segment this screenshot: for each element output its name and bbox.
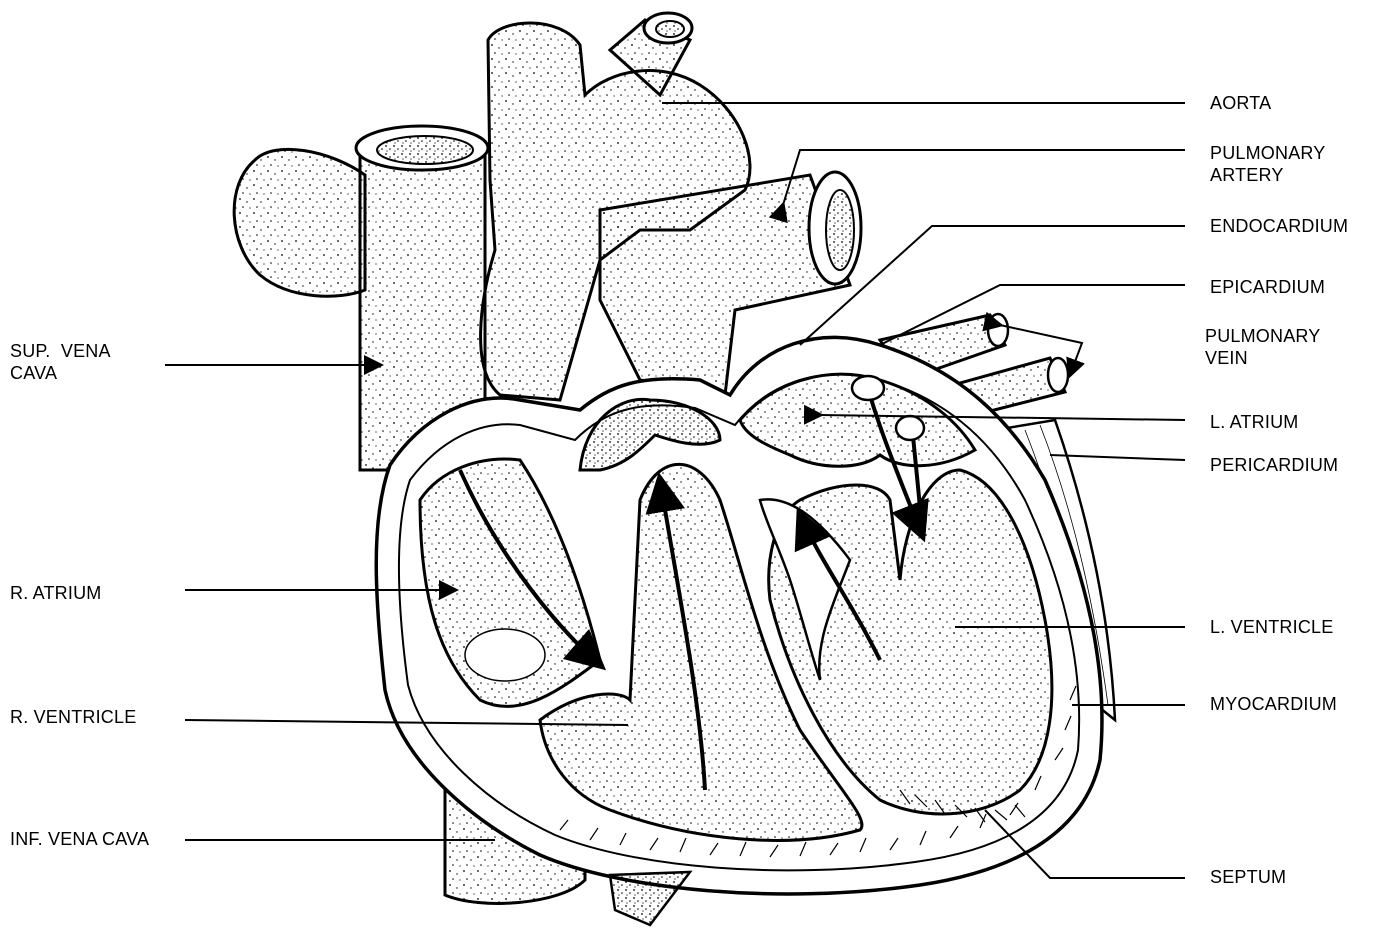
leader-pericardium bbox=[1050, 455, 1185, 460]
label-aorta: AORTA bbox=[1210, 92, 1271, 114]
label-endocardium: ENDOCARDIUM bbox=[1210, 215, 1348, 237]
label-l-atrium: L. ATRIUM bbox=[1210, 411, 1298, 433]
label-pericardium: PERICARDIUM bbox=[1210, 454, 1338, 476]
label-inf-vena-cava: INF. VENA CAVA bbox=[10, 828, 149, 850]
label-pulmonary-artery: PULMONARY ARTERY bbox=[1210, 142, 1326, 186]
label-pulmonary-vein: PULMONARY VEIN bbox=[1205, 325, 1321, 369]
label-epicardium: EPICARDIUM bbox=[1210, 276, 1325, 298]
label-r-ventricle: R. VENTRICLE bbox=[10, 706, 136, 728]
label-l-ventricle: L. VENTRICLE bbox=[1210, 616, 1333, 638]
label-myocardium: MYOCARDIUM bbox=[1210, 693, 1337, 715]
bottom-flap bbox=[610, 872, 690, 925]
label-septum: SEPTUM bbox=[1210, 866, 1286, 888]
left-pulmonary-branch bbox=[234, 149, 365, 296]
label-sup-vena-cava: SUP. VENA CAVA bbox=[10, 340, 111, 384]
label-r-atrium: R. ATRIUM bbox=[10, 582, 101, 604]
